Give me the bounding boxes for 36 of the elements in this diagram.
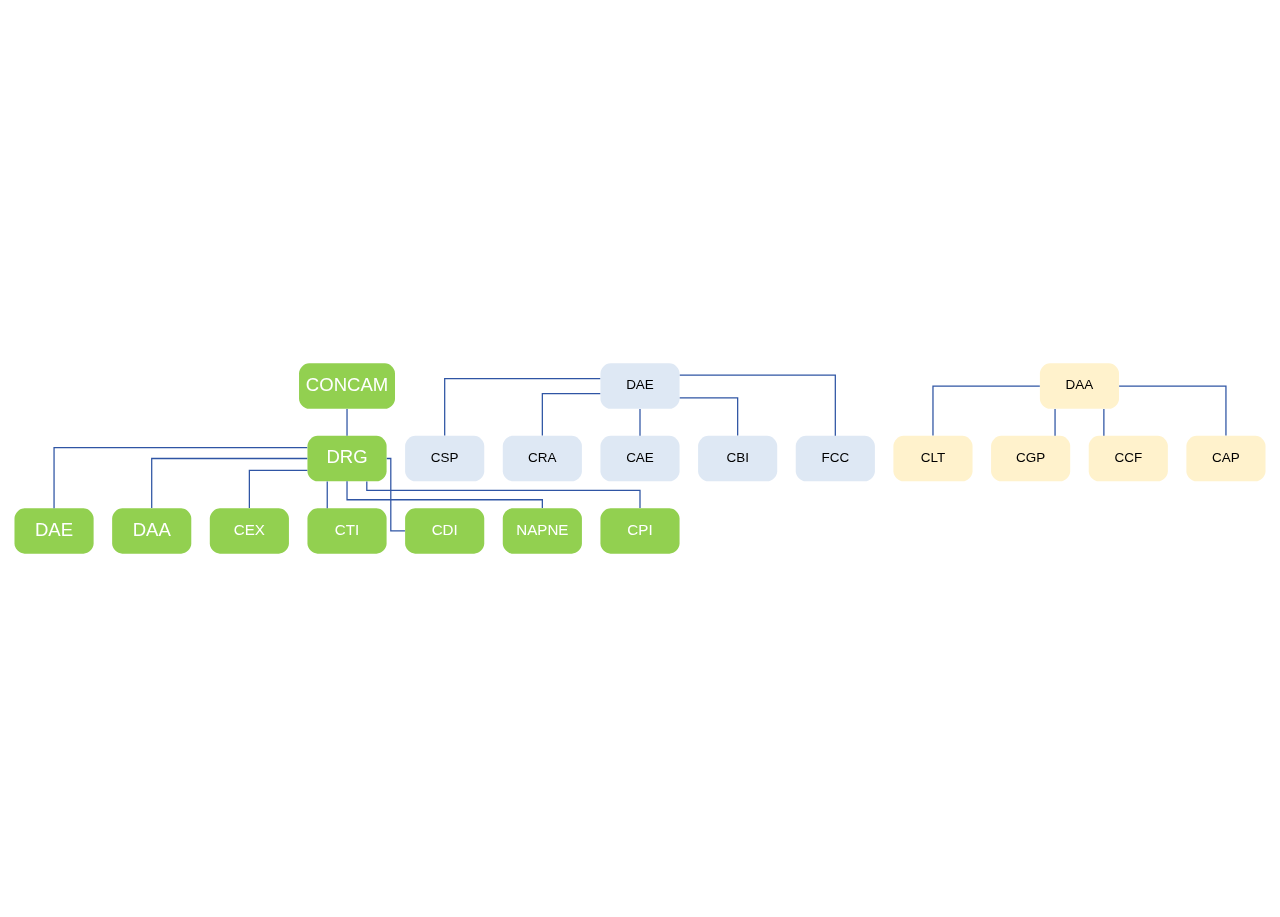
connector: [346, 408, 348, 437]
connector: [53, 446, 308, 509]
node-box: DAA: [112, 508, 192, 554]
connector: [386, 457, 406, 532]
node-box: DRG: [307, 435, 387, 482]
node-box: CAP: [1186, 435, 1266, 482]
connector: [1054, 408, 1056, 437]
connector: [1118, 385, 1227, 437]
connector: [346, 480, 543, 509]
connector: [932, 385, 1041, 437]
connector: [444, 377, 601, 437]
node-box: CRA: [502, 435, 582, 482]
node-box: CEX: [209, 508, 289, 554]
node-box: NAPNE: [502, 508, 582, 554]
node-box: FCC: [795, 435, 875, 482]
connector: [639, 408, 641, 437]
node-box: CLT: [893, 435, 973, 482]
node-box: CBI: [698, 435, 778, 482]
node-box: CGP: [991, 435, 1071, 482]
connector: [248, 469, 308, 509]
node-box: DAE: [600, 363, 680, 409]
node-box: CAE: [600, 435, 680, 482]
node-box: CSP: [405, 435, 485, 482]
node-box: CDI: [405, 508, 485, 554]
node-box: DAE: [14, 508, 94, 554]
node-box: CPI: [600, 508, 680, 554]
connector: [679, 397, 739, 437]
node-box: CCF: [1088, 435, 1168, 482]
node-box: CONCAM: [299, 363, 395, 409]
node-box: CTI: [307, 508, 387, 554]
connector: [679, 374, 836, 437]
connector: [541, 393, 601, 437]
connector: [1103, 408, 1105, 437]
connector: [326, 480, 328, 509]
connector: [151, 457, 308, 509]
node-box: DAA: [1039, 363, 1120, 409]
